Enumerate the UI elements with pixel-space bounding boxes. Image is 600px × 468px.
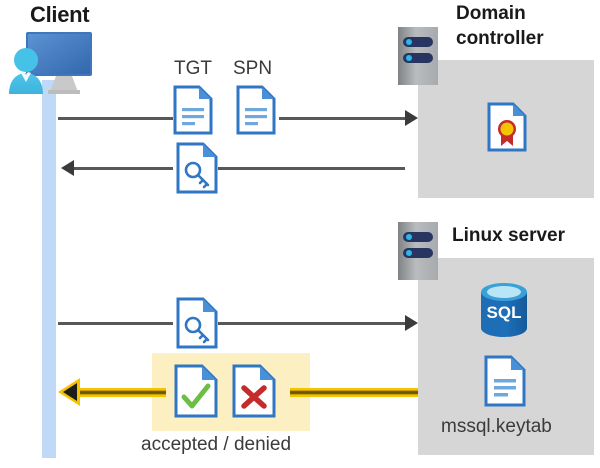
keytab-filename-label: mssql.keytab xyxy=(441,416,552,437)
certificate-document-icon xyxy=(487,102,527,152)
flow4-line-left xyxy=(66,388,166,397)
linux-server-title: Linux server xyxy=(452,225,565,246)
check-document-icon-accepted xyxy=(174,364,218,418)
server-rack-icon-dc xyxy=(398,27,438,85)
text-document-icon-spn xyxy=(236,85,276,135)
flow2-line-right xyxy=(218,167,405,170)
flow1-arrowhead xyxy=(405,110,418,126)
flow1-line-right xyxy=(279,117,405,120)
flow3-arrowhead xyxy=(405,315,418,331)
key-document-icon-2 xyxy=(176,297,218,349)
client-user-computer-icon xyxy=(4,28,114,98)
flow3-line-right xyxy=(218,322,405,325)
flow2-arrowhead xyxy=(61,160,74,176)
flow2-line-left xyxy=(74,167,173,170)
cross-document-icon-denied xyxy=(232,364,276,418)
flow1-line-left xyxy=(58,117,173,120)
key-document-icon-1 xyxy=(176,142,218,194)
flow3-line-left xyxy=(58,322,173,325)
result-label: accepted / denied xyxy=(141,434,292,455)
client-lifeline xyxy=(42,80,56,458)
server-rack-icon-linux xyxy=(398,222,438,280)
sql-database-icon: SQL xyxy=(478,281,530,339)
domain-controller-title-line1: Domain xyxy=(456,3,526,24)
spn-label: SPN xyxy=(233,58,273,79)
svg-text:SQL: SQL xyxy=(487,303,522,322)
domain-controller-title-line2: controller xyxy=(456,28,544,49)
flow4-line-right xyxy=(290,388,418,397)
flow4-arrowhead xyxy=(58,378,80,406)
page-title-client: Client xyxy=(30,2,90,27)
tgt-label: TGT xyxy=(174,58,212,79)
text-document-icon-keytab xyxy=(484,355,526,407)
text-document-icon-tgt xyxy=(173,85,213,135)
